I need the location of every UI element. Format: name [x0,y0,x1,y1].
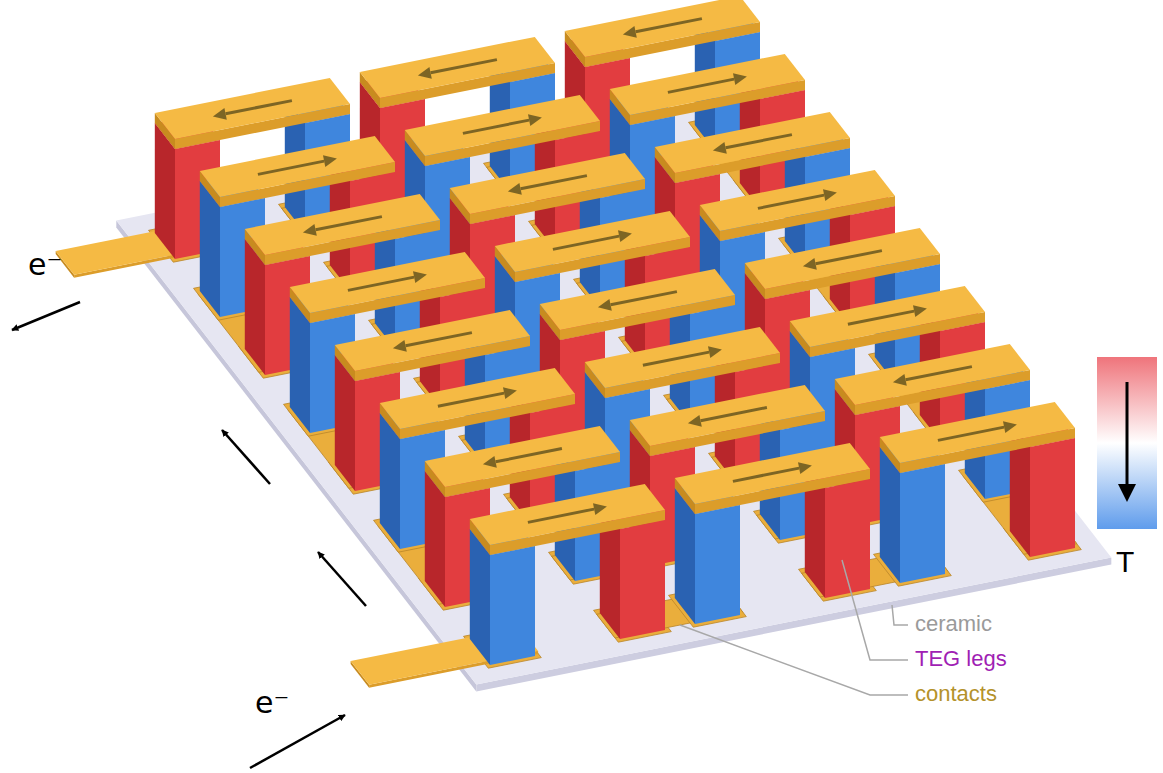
top-contact [245,194,440,255]
top-contact [495,211,690,272]
current-arrow [438,393,504,406]
current-arrow [848,311,914,324]
current-arrow-head [688,415,702,427]
current-arrow [701,408,767,421]
top-contact [450,153,645,214]
current-arrow [463,120,529,133]
current-arrow [553,236,619,249]
current-arrow [226,101,292,114]
top-contact [290,252,485,313]
current-arrow [222,430,270,484]
top-contact [405,95,600,156]
top-contact [880,402,1075,463]
current-arrow-head [413,271,427,283]
top-contact [425,426,620,487]
current-arrow [816,251,882,264]
current-arrow-head [508,183,522,195]
temperature-arrow [1126,382,1129,492]
current-arrow [528,509,594,522]
current-arrow-head [823,189,837,201]
top-contact [585,327,780,388]
teg-leg [695,505,740,624]
part-label: TEG legs [915,646,1007,671]
current-arrow [521,176,587,189]
current-arrow-head [393,340,407,352]
ceramic-plate [116,94,1111,685]
current-arrow-head [623,26,637,38]
current-arrow-head [713,142,727,154]
electron-in-arrow [250,715,345,768]
temperature-arrow-head [1118,484,1136,502]
current-arrow-head [528,114,542,126]
top-contact [835,344,1030,405]
current-arrow [496,449,562,462]
current-arrow-head [598,299,612,311]
top-contact [470,484,665,545]
top-contact [360,37,555,98]
top-contact [790,286,985,347]
current-arrow [258,161,324,174]
current-arrow-head [483,456,497,468]
current-arrow [726,135,792,148]
electron-label: e⁻ [255,686,289,721]
temperature-label: T [1116,545,1134,580]
top-contact [675,443,870,504]
top-contact [540,269,735,330]
top-contact [630,385,825,446]
teg-leg [900,464,945,583]
electron-out-arrow [12,302,80,330]
current-arrow-head [733,73,747,85]
current-arrow [316,217,382,230]
current-arrow [406,333,472,346]
current-arrow [938,427,1004,440]
temperature-bar [1097,357,1157,529]
top-contact [655,112,850,173]
top-contact [335,310,530,371]
current-arrow-head [803,258,817,270]
current-arrow-head [303,224,317,236]
current-arrow [431,60,497,73]
top-contact [565,0,760,57]
electron-label: e⁻ [28,248,62,283]
leader-line [842,560,908,660]
current-arrow-head [618,230,632,242]
current-arrow [611,292,677,305]
top-contact [380,368,575,429]
top-contact [200,136,395,197]
teg-leg [490,546,535,665]
top-contact [700,170,895,231]
leader-line [680,625,908,695]
top-contact [155,78,350,139]
current-arrow [636,19,702,32]
current-arrow [906,367,972,380]
leader-line [892,605,908,625]
current-arrow-head [418,67,432,79]
current-arrow-head [913,305,927,317]
current-arrow [348,277,414,290]
current-arrow-head [503,387,517,399]
current-arrow [318,552,366,606]
top-contact [610,54,805,115]
current-arrow-head [708,346,722,358]
current-arrow [668,79,734,92]
current-arrow-head [593,503,607,515]
current-arrow [643,352,709,365]
top-contact [745,228,940,289]
current-arrow-head [798,462,812,474]
teg-leg [620,520,665,639]
teg-leg [1030,438,1075,557]
current-arrow-head [1003,421,1017,433]
current-arrow [758,195,824,208]
part-label: contacts [915,681,997,706]
current-arrow [733,468,799,481]
current-arrow-head [213,108,227,120]
part-label: ceramic [915,611,992,636]
current-arrow-head [893,374,907,386]
current-arrow-head [323,155,337,167]
